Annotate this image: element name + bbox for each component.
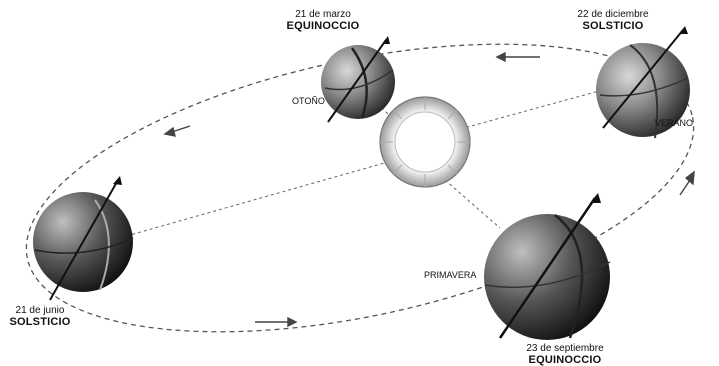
march-date: 21 de marzo [278, 10, 368, 21]
september-label: 23 de septiembre EQUINOCCIO [505, 344, 625, 366]
june-date: 21 de junio [5, 306, 75, 317]
december-event: SOLSTICIO [558, 21, 668, 33]
september-event: EQUINOCCIO [505, 355, 625, 366]
sun [380, 97, 470, 187]
december-label: 22 de diciembre SOLSTICIO [558, 10, 668, 32]
earth-march [321, 36, 395, 122]
earth-june [33, 176, 133, 300]
december-date: 22 de diciembre [558, 10, 668, 21]
september-date: 23 de septiembre [505, 344, 625, 355]
september-season: PRIMAVERA [424, 270, 476, 280]
june-label: 21 de junio SOLSTICIO [5, 306, 75, 328]
march-label: 21 de marzo EQUINOCCIO [278, 10, 368, 32]
march-season: OTOÑO [292, 96, 325, 106]
earth-september [484, 193, 610, 340]
june-event: SOLSTICIO [5, 317, 75, 329]
march-event: EQUINOCCIO [278, 21, 368, 33]
december-season: VERANO [655, 118, 693, 128]
